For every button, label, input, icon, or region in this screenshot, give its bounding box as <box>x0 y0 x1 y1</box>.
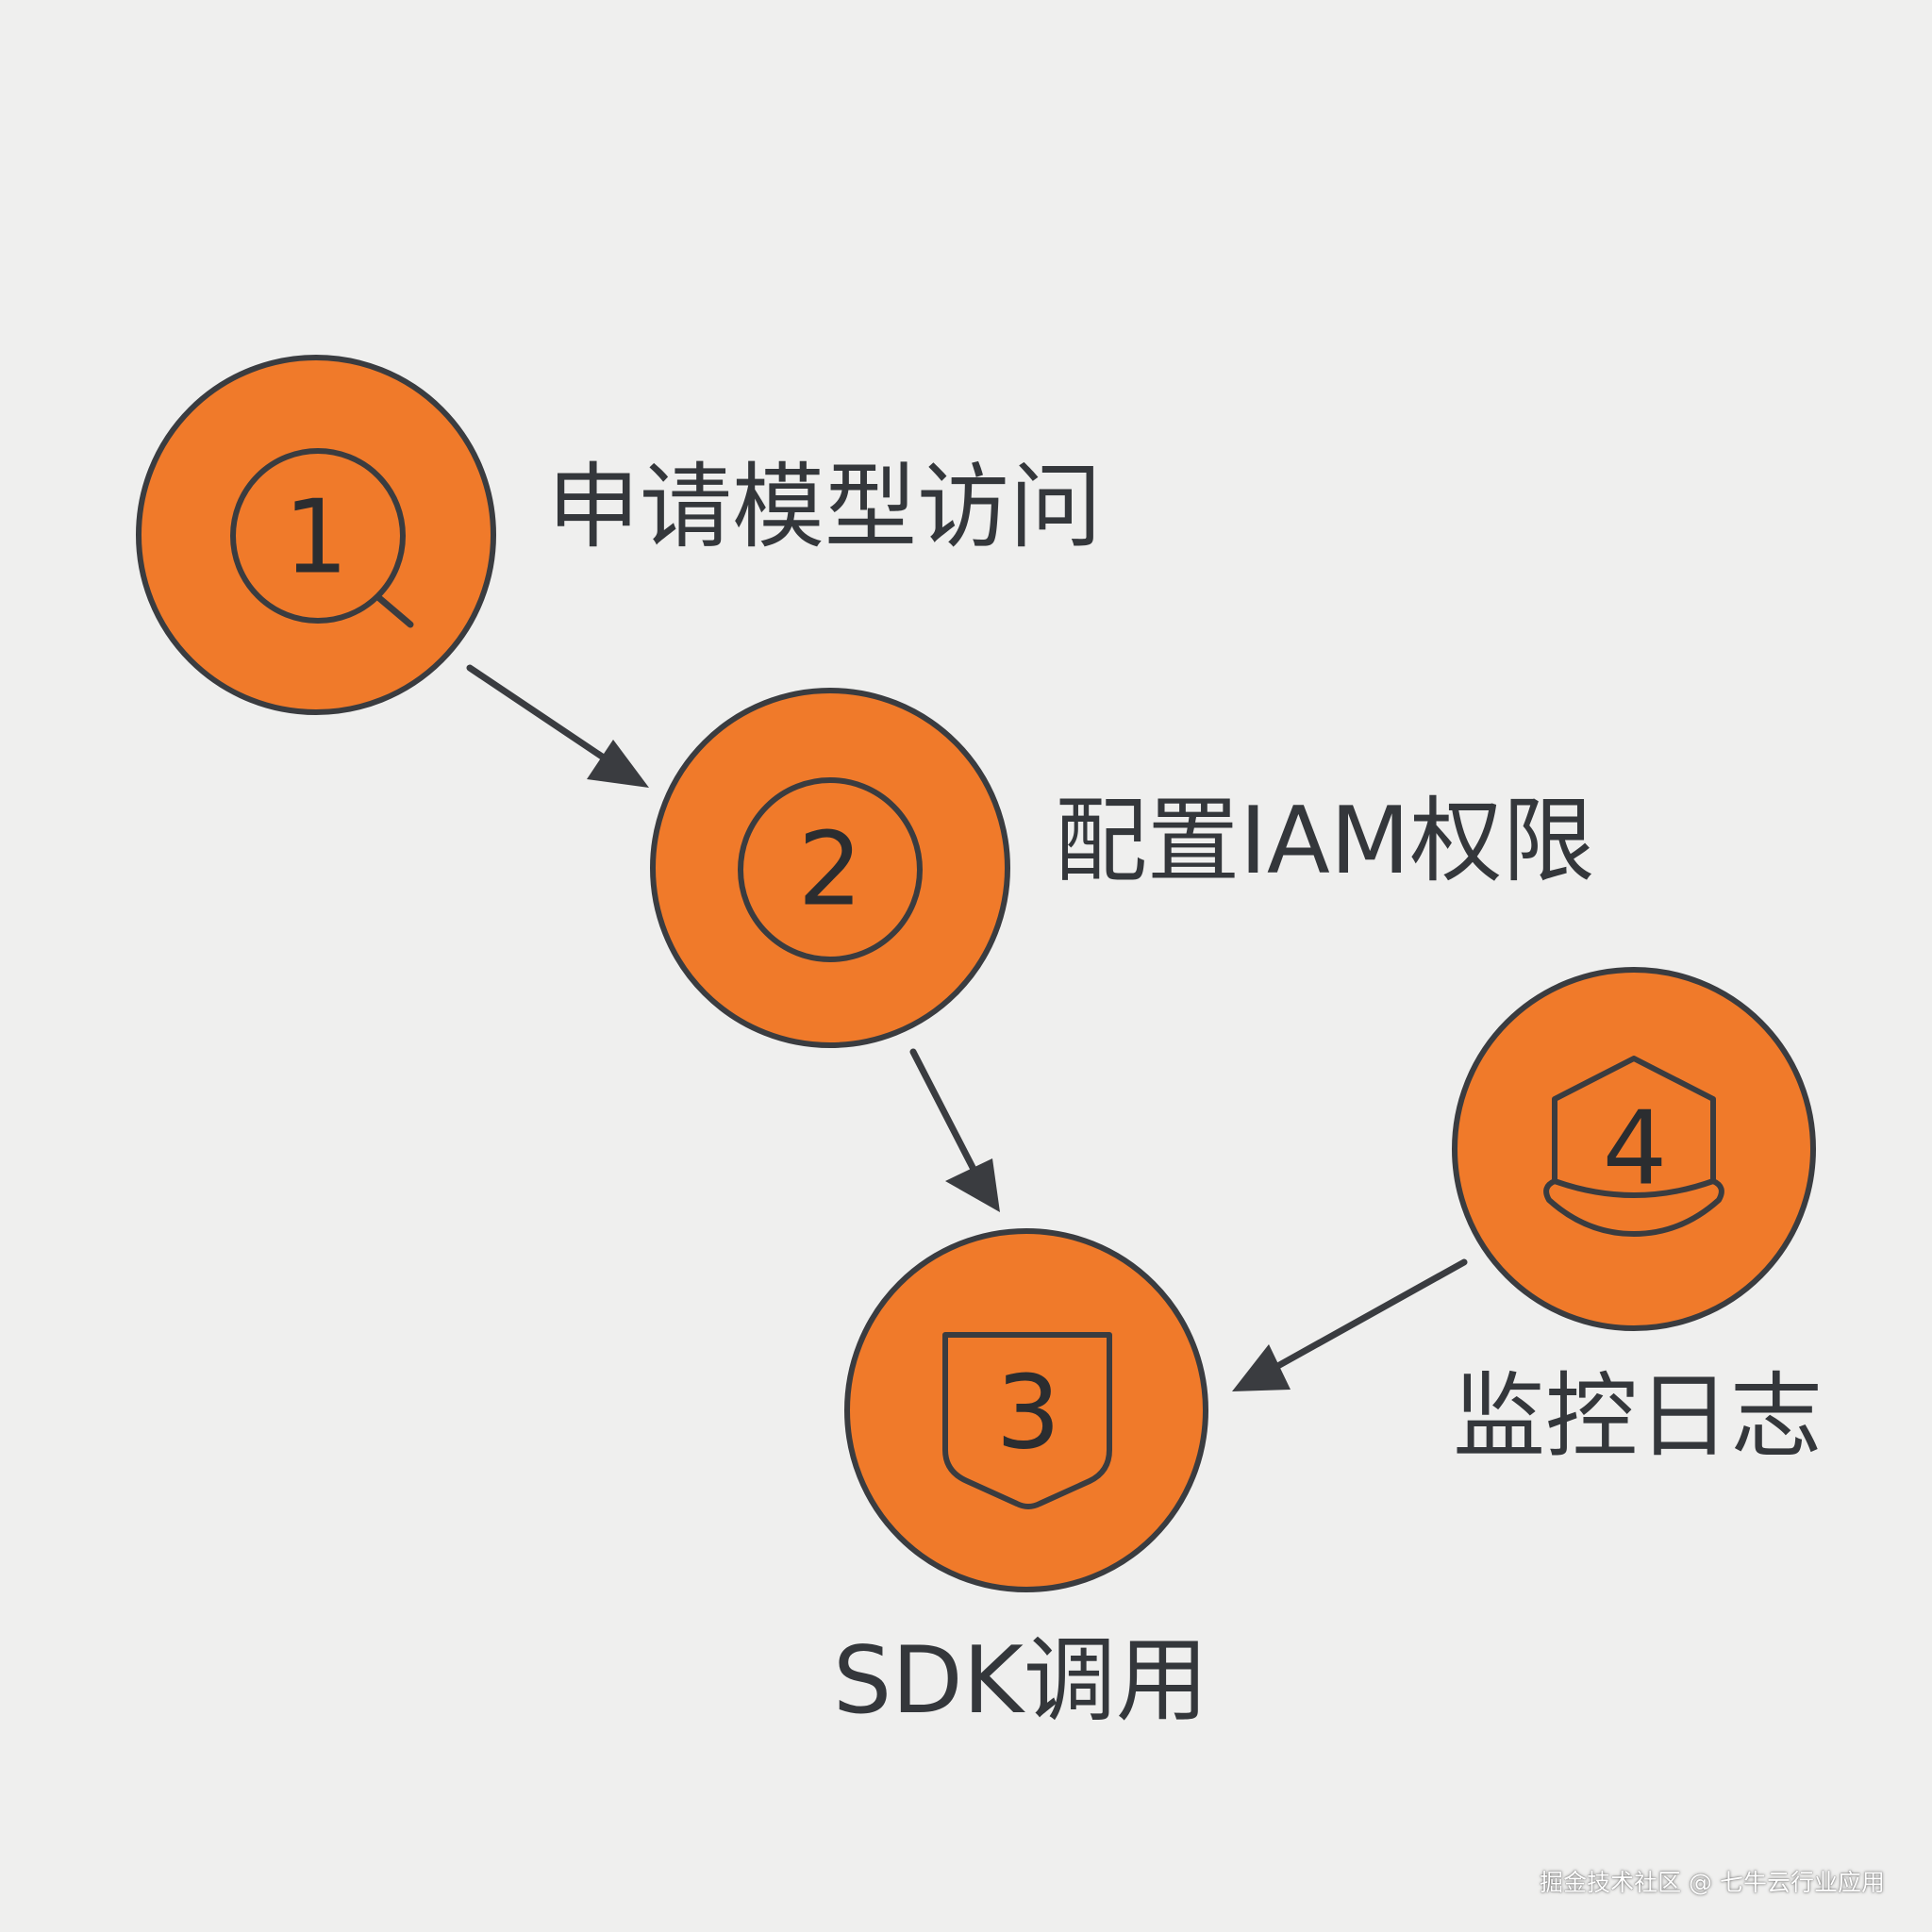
node-3: 3 <box>844 1228 1208 1592</box>
node-1: 1 <box>136 355 496 715</box>
step-number: 2 <box>798 811 863 929</box>
double-circle-icon <box>738 777 923 962</box>
node-2: 2 <box>650 688 1010 1048</box>
step-label: 监控日志 <box>1453 1363 1823 1471</box>
house-badge-icon <box>1543 1056 1724 1237</box>
edge-2-to-3 <box>909 1048 1000 1212</box>
step-label: 申请模型访问 <box>547 454 1102 561</box>
shield-icon <box>942 1332 1112 1509</box>
arrowhead-icon <box>1232 1344 1291 1391</box>
watermark: 掘金技术社区 @ 七牛云行业应用 <box>1540 1869 1885 1896</box>
node-4: 4 <box>1452 967 1816 1331</box>
step-number: 4 <box>1603 1091 1668 1208</box>
step-number: 1 <box>284 479 349 597</box>
magnifier-icon <box>230 448 414 628</box>
edge-1-to-2 <box>466 664 649 788</box>
step-label: 配置IAM权限 <box>1055 788 1595 895</box>
arrowhead-icon <box>587 740 649 788</box>
edge-4-to-3 <box>1232 1258 1468 1391</box>
step-label: SDK调用 <box>833 1627 1208 1735</box>
step-number: 3 <box>996 1355 1061 1473</box>
arrowhead-icon <box>945 1158 1000 1212</box>
